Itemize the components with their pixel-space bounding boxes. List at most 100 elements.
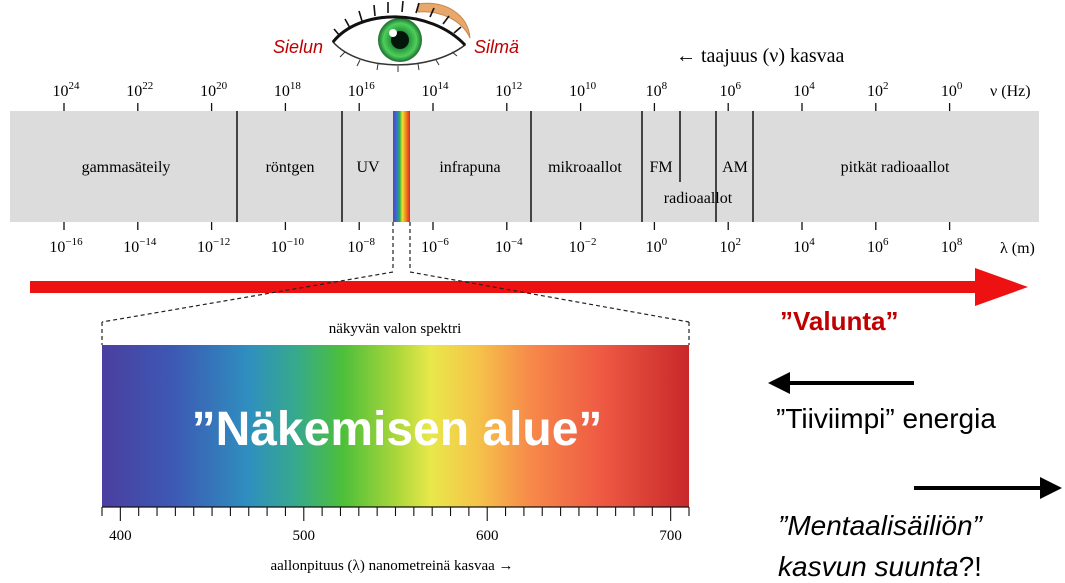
wavelength-tick-exponent: −14	[139, 236, 157, 248]
wavelength-nm-axis-label: aallonpituus (λ) nanometreinä kasvaa →	[270, 558, 513, 574]
wavelength-tick-exponent: −2	[585, 236, 597, 248]
wavelength-tick-base: 10	[495, 239, 511, 256]
frequency-direction-label: ← taajuus (ν) kasvaa	[676, 45, 845, 67]
frequency-tick-exponent: 0	[957, 80, 963, 92]
frequency-tick-exponent: 8	[662, 80, 668, 92]
frequency-tick-exponent: 6	[735, 80, 741, 92]
visible-light-strip	[393, 111, 410, 222]
wavelength-tick-label: 10−14	[123, 236, 157, 256]
wavelength-tick-exponent: −12	[213, 236, 230, 248]
wavelength-tick-base: 10	[793, 239, 809, 256]
zoom-connector	[101, 222, 690, 345]
frequency-tick-label: 1018	[274, 80, 302, 100]
frequency-tick-exponent: 20	[216, 80, 228, 92]
frequency-tick-exponent: 4	[809, 80, 815, 92]
wavelength-tick-exponent: 8	[957, 236, 963, 248]
wavelength-tick-exponent: −16	[65, 236, 83, 248]
frequency-tick-exponent: 18	[290, 80, 302, 92]
frequency-tick-label: 1014	[422, 80, 450, 100]
spectrum-band	[10, 111, 1039, 222]
frequency-tick-exponent: 16	[364, 80, 376, 92]
frequency-tick-base: 10	[569, 83, 585, 100]
frequency-tick-label: 1010	[569, 80, 597, 100]
wavelength-tick-base: 10	[941, 239, 957, 256]
mental-growth-italic: kasvun suunta	[778, 551, 959, 582]
frequency-tick-base: 10	[867, 83, 883, 100]
frequency-tick-label: 102	[867, 80, 889, 100]
mental-growth-label-line2: kasvun suunta?!	[778, 551, 982, 582]
frequency-tick-label: 104	[793, 80, 815, 100]
frequency-tick-base: 10	[793, 83, 809, 100]
frequency-tick-base: 10	[941, 83, 957, 100]
visible-region-label: ”Näkemisen alue”	[192, 403, 603, 456]
wavelength-tick-base: 10	[867, 239, 883, 256]
frequency-tick-base: 10	[348, 83, 364, 100]
frequency-tick-label: 100	[941, 80, 963, 100]
energy-arrow	[768, 372, 914, 394]
frequency-tick-base: 10	[274, 83, 290, 100]
frequency-tick-label: 1020	[200, 80, 228, 100]
wavelength-tick-label: 100	[646, 236, 668, 256]
frequency-tick-base: 10	[495, 83, 511, 100]
wavelength-tick-exponent: 0	[662, 236, 668, 248]
frequency-tick-label: 108	[646, 80, 668, 100]
frequency-tick-exponent: 12	[511, 80, 522, 92]
mental-growth-rest: ?!	[959, 551, 982, 582]
wavelength-tick-label: 10−12	[197, 236, 230, 256]
eye-right-label: Silmä	[474, 37, 519, 57]
frequency-tick-label: 106	[719, 80, 741, 100]
wavelength-tick-exponent: −6	[437, 236, 449, 248]
wavelength-tick-exponent: −4	[511, 236, 523, 248]
eye-illustration	[331, 0, 471, 72]
band-label-longwave: pitkät radioaallot	[841, 159, 950, 176]
band-label-microwave: mikroaallot	[548, 159, 622, 176]
wavelength-tick-exponent: 6	[883, 236, 889, 248]
nm-tick-label: 700	[659, 528, 682, 544]
wavelength-tick-base: 10	[719, 239, 735, 256]
band-dividers	[236, 111, 754, 222]
wavelength-tick-base: 10	[347, 239, 363, 256]
frequency-tick-exponent: 10	[585, 80, 597, 92]
wavelength-tick-label: 106	[867, 236, 889, 256]
band-label-xray: röntgen	[266, 159, 315, 176]
wavelength-tick-base: 10	[271, 239, 287, 256]
band-label-am: AM	[722, 159, 748, 176]
wavelength-tick-label: 10−10	[271, 236, 305, 256]
flow-arrow	[30, 268, 1028, 306]
frequency-tick-base: 10	[200, 83, 216, 100]
frequency-tick-label: 1016	[348, 80, 376, 100]
wavelength-unit-label: λ (m)	[1000, 240, 1035, 257]
band-label-fm: FM	[649, 159, 672, 176]
energy-label: ”Tiiviimpi” energia	[776, 403, 996, 434]
nm-tick-label: 600	[476, 528, 499, 544]
band-label-gamma: gammasäteily	[82, 159, 171, 176]
wavelength-tick-exponent: 2	[735, 236, 741, 248]
frequency-tick-exponent: 2	[883, 80, 889, 92]
wavelength-tick-base: 10	[197, 239, 213, 256]
wavelength-tick-label: 102	[719, 236, 741, 256]
wavelength-tick-label: 10−8	[347, 236, 375, 256]
wavelength-tick-base: 10	[49, 239, 65, 256]
mental-growth-arrow	[914, 477, 1062, 499]
wavelength-tick-label: 10−2	[569, 236, 597, 256]
wavelength-tick-label: 10−16	[49, 236, 83, 256]
mental-growth-label-line1: ”Mentaalisäiliön”	[778, 510, 984, 541]
frequency-tick-exponent: 24	[69, 80, 81, 92]
band-label-radio: radioaallot	[664, 190, 733, 207]
wavelength-tick-label: 10−4	[495, 236, 523, 256]
frequency-tick-exponent: 22	[142, 80, 153, 92]
frequency-tick-exponent: 14	[438, 80, 450, 92]
visible-spectrum-title: näkyvän valon spektri	[329, 321, 461, 337]
frequency-tick-base: 10	[422, 83, 438, 100]
wavelength-tick-exponent: 4	[809, 236, 815, 248]
wavelength-tick-label: 108	[941, 236, 963, 256]
wavelength-tick-base: 10	[646, 239, 662, 256]
frequency-tick-base: 10	[719, 83, 735, 100]
wavelength-tick-label: 104	[793, 236, 815, 256]
band-label-infrared: infrapuna	[439, 159, 500, 176]
frequency-tick-label: 1022	[126, 80, 153, 100]
